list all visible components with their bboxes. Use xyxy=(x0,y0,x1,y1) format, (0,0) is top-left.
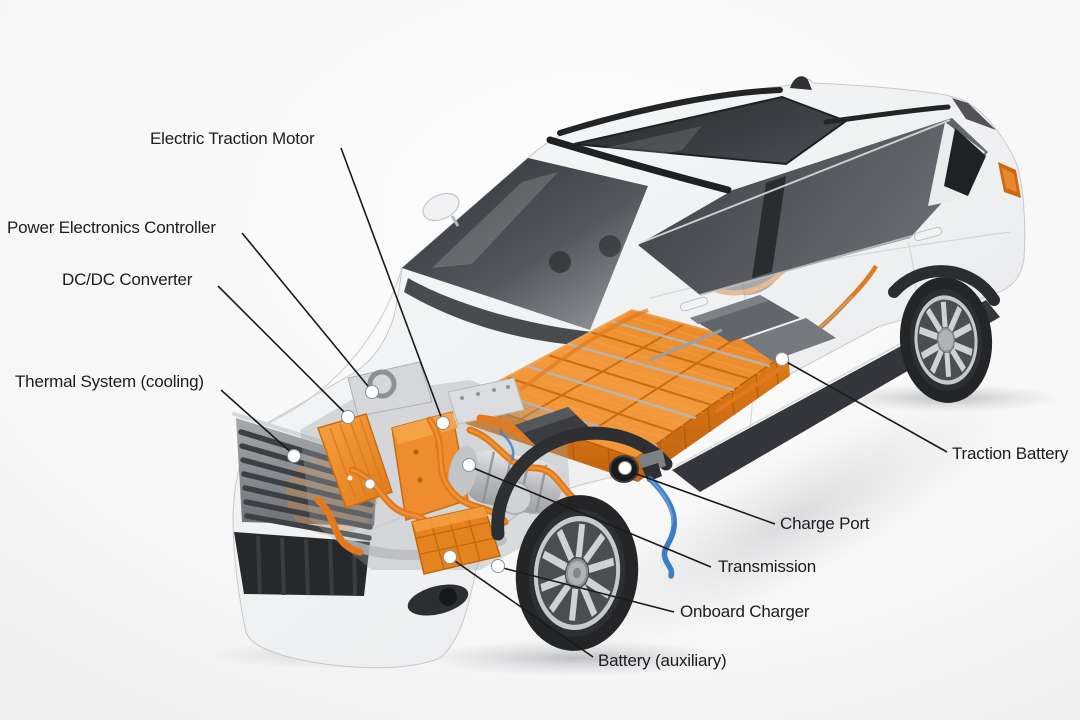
cowl-wiper xyxy=(404,278,592,346)
sunroof-reflection xyxy=(604,126,702,166)
side-windows xyxy=(638,118,988,295)
label-electric-traction-motor: Electric Traction Motor xyxy=(150,129,315,148)
beltline-chrome xyxy=(699,235,913,296)
onboard-charger-module xyxy=(411,505,501,575)
marker-onboard-charger xyxy=(491,559,505,573)
highlight-dots xyxy=(347,475,376,490)
label-traction-battery: Traction Battery xyxy=(952,444,1069,463)
label-dcdc-converter: DC/DC Converter xyxy=(62,270,193,289)
marker-traction-battery xyxy=(775,352,789,366)
door-handles xyxy=(679,226,943,312)
leader-charge-port xyxy=(627,470,776,525)
battery-module-dividers xyxy=(505,323,751,440)
roof-rail-far xyxy=(557,87,783,136)
leader-power-electronics-controller xyxy=(241,232,373,392)
rear-quarter-window xyxy=(944,128,986,196)
marker-battery-auxiliary xyxy=(443,550,457,564)
antenna-fin-icon xyxy=(790,76,812,90)
front-wheel-arch xyxy=(491,426,673,541)
rear-wheel xyxy=(899,277,993,403)
battery-side-right xyxy=(636,352,790,482)
label-thermal-system: Thermal System (cooling) xyxy=(15,372,204,391)
windshield xyxy=(402,158,648,330)
marker-thermal-system xyxy=(287,449,301,463)
window-chrome-trim xyxy=(639,119,951,244)
marker-power-electronics-controller xyxy=(365,385,379,399)
seat-headrest xyxy=(599,235,621,257)
leader-transmission xyxy=(470,466,712,568)
glass-areas xyxy=(402,95,988,346)
pec-bracket xyxy=(347,361,433,417)
front-wheel xyxy=(515,495,639,651)
inverter-silver xyxy=(447,377,525,425)
roof-rail-far-rear xyxy=(823,104,951,125)
label-charge-port: Charge Port xyxy=(780,514,870,533)
seat-headrest xyxy=(549,251,571,273)
aux-battery-box xyxy=(515,407,592,450)
roof-rail-near xyxy=(546,136,732,194)
label-transmission: Transmission xyxy=(718,557,817,576)
marker-charge-port xyxy=(618,461,632,475)
marker-electric-traction-motor xyxy=(436,416,450,430)
leader-dcdc-converter xyxy=(217,285,349,417)
b-pillar xyxy=(752,176,786,278)
side-mirror xyxy=(422,192,460,227)
leader-battery-auxiliary xyxy=(451,558,594,658)
leader-electric-traction-motor xyxy=(340,147,444,423)
marker-dcdc-converter xyxy=(341,410,355,424)
label-power-electronics-controller: Power Electronics Controller xyxy=(7,218,216,237)
ground-shadow xyxy=(210,384,1061,676)
marker-transmission xyxy=(462,458,476,472)
roof-details xyxy=(546,76,996,194)
leader-traction-battery xyxy=(782,359,948,453)
leader-lines xyxy=(217,147,948,658)
windshield-reflection xyxy=(432,172,558,268)
label-battery-auxiliary: Battery (auxiliary) xyxy=(598,651,727,670)
fog-light-lens xyxy=(439,588,457,606)
marker-dots xyxy=(287,352,789,573)
taillight xyxy=(998,162,1021,198)
rear-spoiler-shadow xyxy=(952,98,996,130)
leader-thermal-system xyxy=(220,389,295,456)
lower-intake xyxy=(234,532,370,596)
leader-onboard-charger xyxy=(498,566,675,613)
rear-gray-boxes xyxy=(649,295,836,362)
label-onboard-charger: Onboard Charger xyxy=(680,602,810,621)
rear-wheel-arch xyxy=(888,265,1000,306)
